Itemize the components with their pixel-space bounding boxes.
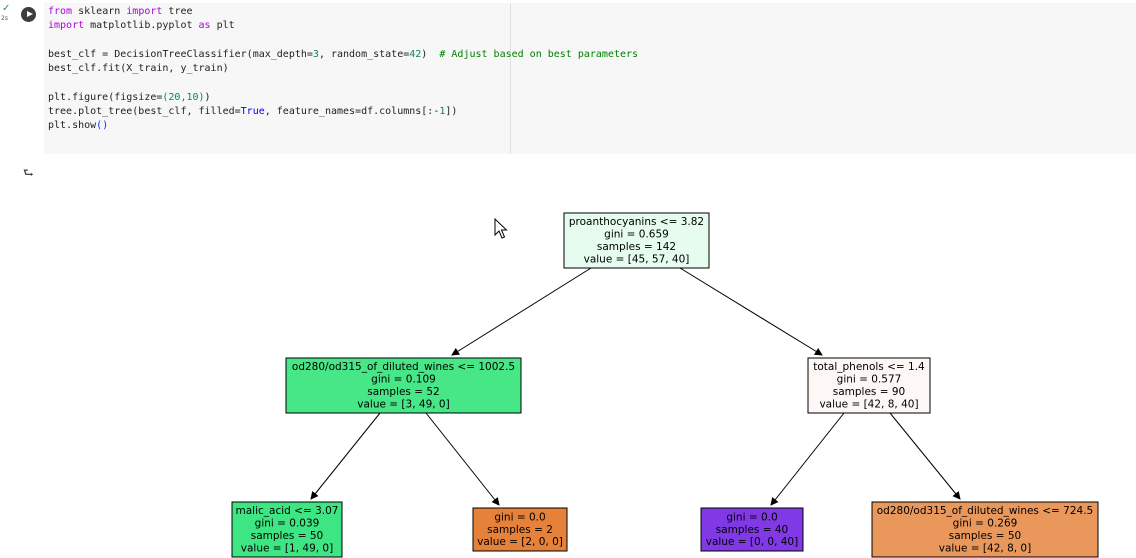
tree-node-label: od280/od315_of_diluted_wines <= 1002.5 bbox=[292, 361, 515, 373]
code-token: 1 bbox=[439, 106, 446, 118]
tree-node-label: value = [45, 57, 40] bbox=[584, 253, 690, 265]
code-token: import bbox=[48, 20, 85, 32]
tree-node-box bbox=[700, 507, 804, 552]
code-token: plt bbox=[210, 20, 235, 32]
code-token: ) bbox=[204, 91, 211, 103]
tree-edge bbox=[310, 412, 381, 500]
code-token: best_clf = DecisionTreeClassifier(max_de… bbox=[48, 48, 313, 60]
tree-node-label: value = [2, 0, 0] bbox=[477, 536, 563, 548]
tree-node-box bbox=[285, 357, 522, 414]
tree-node: od280/od315_of_diluted_wines <= 724.5gin… bbox=[871, 501, 1099, 558]
tree-node-label: gini = 0.269 bbox=[953, 518, 1018, 530]
code-token: (20,10) bbox=[162, 91, 205, 103]
code-comment: # Adjust based on best parameters bbox=[439, 48, 639, 60]
execution-check-icon: ✓ bbox=[2, 3, 11, 14]
tree-node-label: samples = 2 bbox=[487, 524, 553, 536]
code-token: matplotlib.pyplot bbox=[84, 20, 199, 32]
code-token: ]) bbox=[445, 106, 458, 118]
execution-time: 2s bbox=[1, 15, 8, 22]
tree-node-label: value = [42, 8, 0] bbox=[939, 542, 1031, 554]
code-token: plt.show bbox=[48, 120, 97, 132]
code-token: best_clf.fit(X_train, y_train) bbox=[48, 63, 229, 75]
mouse-cursor-icon bbox=[494, 218, 508, 239]
tree-node-label: total_phenols <= 1.4 bbox=[813, 361, 925, 373]
tree-edge bbox=[889, 412, 961, 500]
code-token: True bbox=[240, 106, 265, 118]
tree-node-label: gini = 0.0 bbox=[494, 511, 545, 523]
run-cell-button[interactable] bbox=[21, 7, 36, 22]
tree-node-label: gini = 0.039 bbox=[255, 518, 320, 530]
tree-node-label: value = [42, 8, 40] bbox=[819, 398, 918, 410]
tree-node-label: samples = 50 bbox=[251, 530, 323, 542]
tree-edge bbox=[770, 412, 845, 506]
tree-node-box bbox=[472, 507, 568, 552]
code-token: sklearn bbox=[72, 6, 127, 17]
tree-node: od280/od315_of_diluted_wines <= 1002.5gi… bbox=[285, 357, 522, 414]
code-token: import bbox=[126, 6, 163, 17]
tree-node-label: gini = 0.577 bbox=[837, 374, 902, 386]
cell-gutter: ✓ 2s bbox=[0, 0, 13, 558]
code-token: tree.plot_tree(best_clf, filled= bbox=[48, 106, 241, 118]
code-token: , feature_names=df.columns[:- bbox=[264, 106, 440, 118]
tree-edge bbox=[451, 267, 592, 356]
code-token: tree bbox=[162, 6, 193, 17]
code-token: () bbox=[96, 120, 109, 132]
tree-node-label: samples = 40 bbox=[716, 524, 788, 536]
tree-node-label: malic_acid <= 3.07 bbox=[236, 505, 339, 517]
line-length-ruler bbox=[510, 3, 511, 154]
tree-node-label: gini = 0.659 bbox=[604, 229, 669, 241]
tree-node-label: gini = 0.0 bbox=[726, 511, 777, 523]
code-token: as bbox=[198, 20, 211, 32]
code-token: ) bbox=[421, 48, 440, 60]
code-cell-editor[interactable]: from sklearn import tree import matplotl… bbox=[44, 3, 1136, 154]
output-options-icon[interactable]: ⮑ bbox=[23, 166, 34, 180]
tree-node-label: gini = 0.109 bbox=[371, 374, 436, 386]
tree-node-box bbox=[871, 501, 1099, 558]
tree-node-box bbox=[231, 501, 343, 558]
code-text[interactable]: from sklearn import tree import matplotl… bbox=[48, 5, 638, 134]
tree-node-label: od280/od315_of_diluted_wines <= 724.5 bbox=[877, 505, 1094, 517]
code-token: 3 bbox=[312, 48, 319, 60]
tree-node-label: value = [1, 49, 0] bbox=[241, 542, 333, 554]
tree-edge bbox=[425, 412, 500, 506]
code-token: plt.figure(figsize= bbox=[48, 91, 163, 103]
tree-node-label: samples = 50 bbox=[949, 530, 1021, 542]
code-token: 42 bbox=[409, 48, 422, 60]
tree-node-label: samples = 52 bbox=[367, 386, 439, 398]
tree-node-box bbox=[807, 357, 931, 414]
tree-node-label: value = [3, 49, 0] bbox=[357, 398, 449, 410]
code-token: from bbox=[48, 6, 73, 17]
tree-edge bbox=[679, 267, 823, 356]
tree-node-box bbox=[563, 212, 710, 269]
tree-node-label: samples = 90 bbox=[833, 386, 905, 398]
code-token: , random_state= bbox=[318, 48, 410, 60]
tree-node-label: proanthocyanins <= 3.82 bbox=[569, 216, 704, 228]
tree-node-label: samples = 142 bbox=[597, 241, 676, 253]
tree-node-label: value = [0, 0, 40] bbox=[706, 536, 798, 548]
